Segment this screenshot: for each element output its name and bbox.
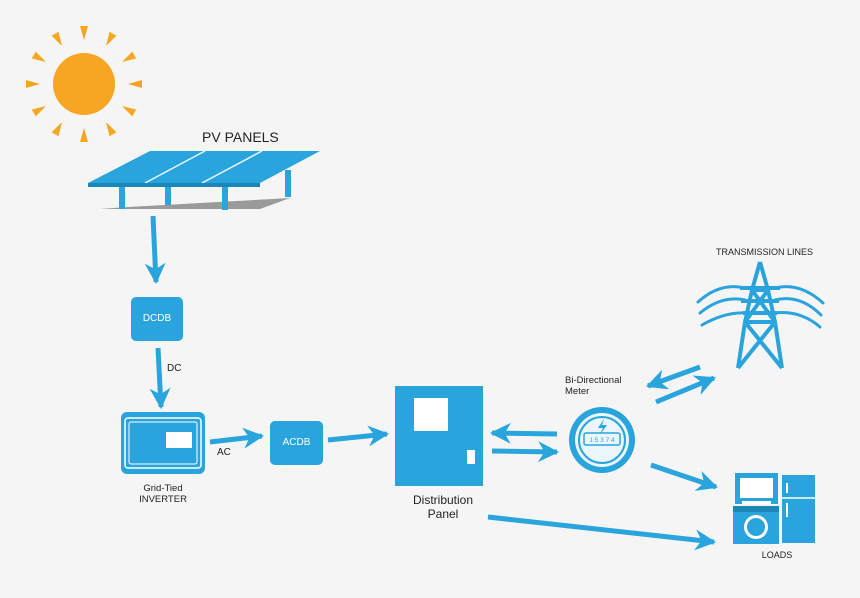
refrigerator-icon <box>782 475 815 543</box>
arrow-panel-to-meter <box>491 441 560 463</box>
tv-icon <box>735 473 778 504</box>
arrow-meter-to-panel <box>489 422 558 444</box>
arrow-meter-to-loads <box>650 462 718 491</box>
arrow-panel-to-loads <box>487 514 717 551</box>
transmission-tower-icon <box>696 261 825 370</box>
arrow-pv-to-dcdb <box>144 215 166 285</box>
pv-panels-label: PV PANELS <box>202 129 279 145</box>
washing-machine-icon <box>733 506 779 544</box>
ac-label: AC <box>217 447 231 458</box>
acdb-box <box>270 421 323 465</box>
arrow-meter-to-grid <box>655 375 716 405</box>
distribution-panel-icon <box>395 386 483 486</box>
meter-label-line2: Meter <box>565 385 590 397</box>
solar-panel-icon <box>88 150 320 210</box>
arrow-inverter-to-acdb <box>209 427 265 449</box>
arrow-acdb-to-panel <box>327 425 390 447</box>
dcdb-box <box>131 297 183 341</box>
transmission-lines-label: TRANSMISSION LINES <box>716 247 814 257</box>
distribution-panel-label: Distribution Panel <box>398 493 488 522</box>
inverter-label: Grid-Tied INVERTER <box>120 483 206 506</box>
inverter-icon <box>121 412 205 474</box>
inverter-label-line2: INVERTER <box>139 493 187 505</box>
distribution-label-line2: Panel <box>427 506 459 521</box>
meter-digits: 1 5 3 7 4 <box>589 437 615 444</box>
meter-label: Bi-Directional Meter <box>565 375 622 398</box>
arrow-dcdb-to-inverter <box>149 347 171 410</box>
loads-label: LOADS <box>761 550 793 560</box>
dcdb-label: DCDB <box>142 313 172 324</box>
distribution-label-line1: Distribution <box>412 493 474 507</box>
meter-icon: 1 5 3 7 4 <box>569 407 635 473</box>
arrow-grid-to-meter <box>646 364 701 390</box>
acdb-label: ACDB <box>282 437 311 448</box>
sun-icon <box>26 26 142 142</box>
meter-label-line1: Bi-Directional <box>565 375 622 386</box>
inverter-label-line1: Grid-Tied <box>143 483 183 494</box>
dc-label: DC <box>167 363 182 374</box>
